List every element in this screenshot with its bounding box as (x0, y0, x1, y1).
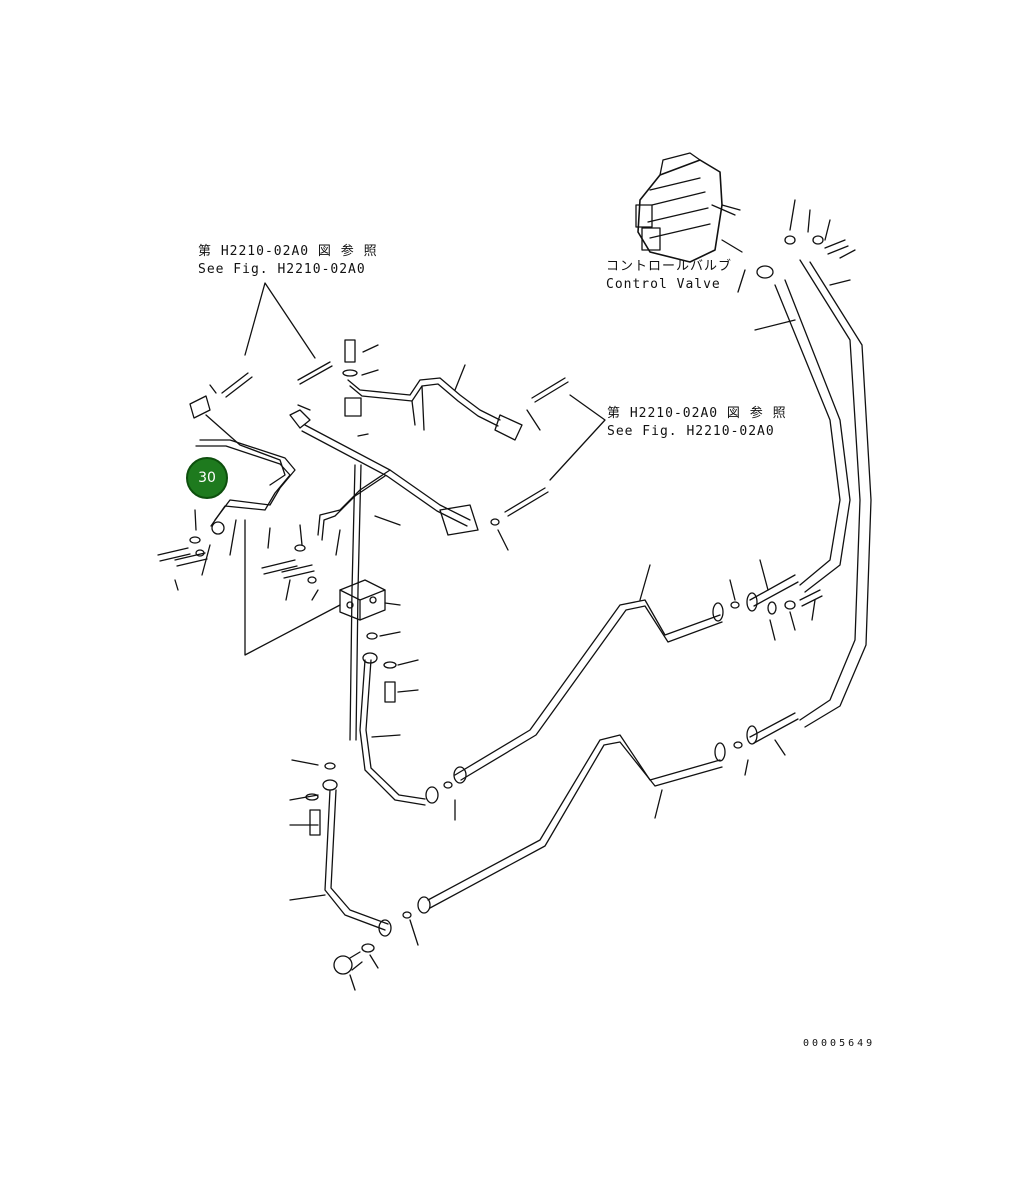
drawing-number: 00005649 (803, 1038, 876, 1049)
reference-left-jp: 第 H2210-02A0 図 参 照 (198, 244, 378, 259)
reference-right-jp: 第 H2210-02A0 図 参 照 (607, 406, 787, 421)
control-valve (635, 152, 743, 263)
ref-right-leader (549, 394, 606, 481)
reference-left-en: See Fig. H2210-02A0 (198, 262, 366, 277)
ref-left-leader (244, 282, 316, 359)
distribution-block (339, 579, 386, 621)
callout-30-badge[interactable]: 30 (186, 457, 228, 499)
control-valve-label-jp: コントロールバルブ (606, 259, 733, 274)
reference-right-en: See Fig. H2210-02A0 (607, 424, 775, 439)
control-valve-label-en: Control Valve (606, 277, 721, 292)
